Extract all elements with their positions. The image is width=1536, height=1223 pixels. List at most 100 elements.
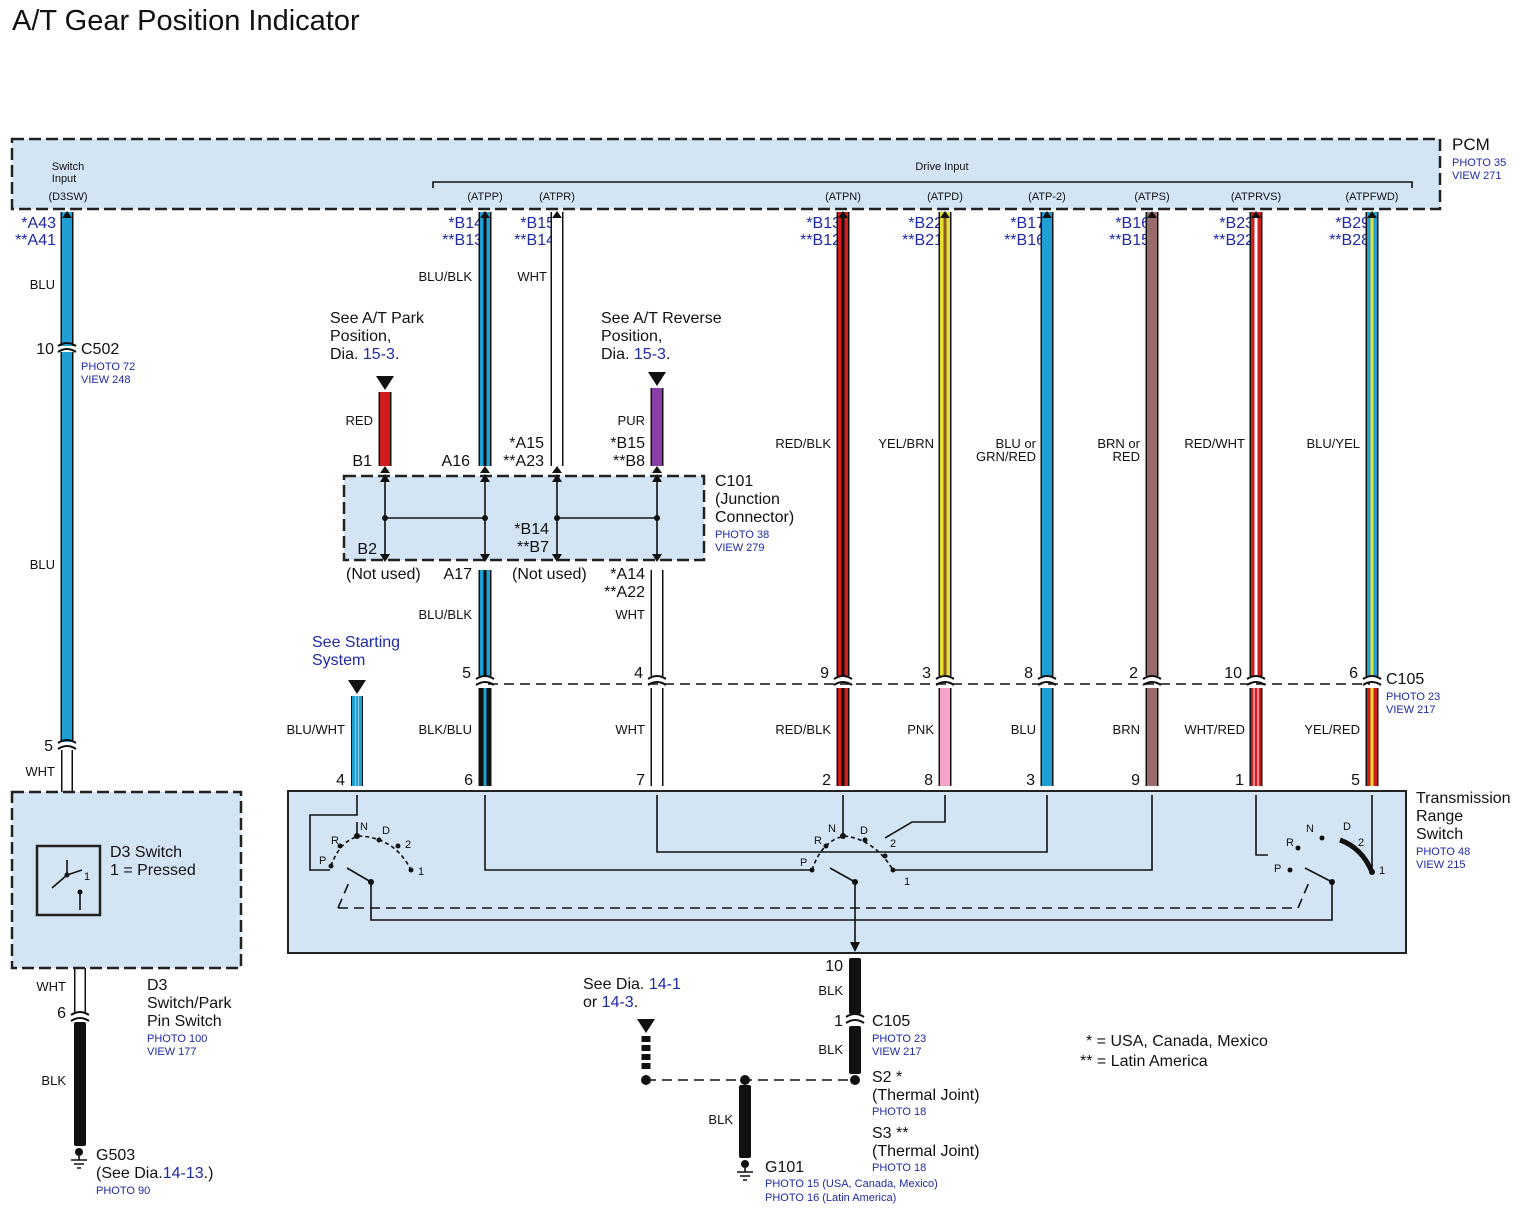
trs-pin-7: 1	[1235, 772, 1244, 789]
c105-bottom-pin-1: 1	[834, 1013, 843, 1030]
c105-photo[interactable]: PHOTO 23	[1386, 691, 1440, 703]
c502-pin5-break-icon	[57, 739, 77, 750]
trs-pin-8: 5	[1351, 772, 1360, 789]
wire-color-wht-1: WHT	[25, 764, 55, 779]
pcm-pin-arrow-6	[1147, 211, 1157, 218]
wire-atprvs-lower-stripe	[1254, 688, 1258, 786]
pcm-pin-code-3: (ATPD)	[927, 191, 963, 203]
c101-wire-arrow-0	[380, 466, 390, 473]
trs-box	[287, 790, 1407, 954]
c101-pin-b15: *B15	[610, 435, 645, 452]
wire-color-blk-3: BLK	[818, 1042, 843, 1057]
pcm-pin-us-7: *B29	[1335, 215, 1370, 232]
trs-pin-3: 2	[822, 772, 831, 789]
d3-photo[interactable]: PHOTO 100	[147, 1033, 207, 1045]
d3-view[interactable]: VIEW 177	[147, 1046, 197, 1058]
c101-pin-b2: B2	[357, 541, 377, 558]
pcm-pin-code-4: (ATP-2)	[1028, 191, 1066, 203]
wire-color-red-wht: RED/WHT	[1184, 436, 1245, 451]
g101-label: G101	[765, 1159, 804, 1176]
c502-label: C502	[81, 341, 119, 358]
c105-pin-4: 8	[1024, 665, 1033, 682]
trs-view[interactable]: VIEW 215	[1416, 859, 1466, 871]
c101-node-3	[554, 515, 560, 521]
trs-photo[interactable]: PHOTO 48	[1416, 846, 1470, 858]
c105-bottom-view[interactable]: VIEW 217	[872, 1046, 922, 1058]
pcm-photo[interactable]: PHOTO 35	[1452, 157, 1506, 169]
g101-photo-1[interactable]: PHOTO 15 (USA, Canada, Mexico)	[765, 1178, 938, 1190]
pcm-box	[10, 137, 1442, 211]
pcm-pin-la-5: **B15	[1109, 232, 1150, 249]
g503-label: G503	[96, 1147, 135, 1164]
wire-color-blu-blk-2: BLU/BLK	[419, 607, 473, 622]
wire-starter-stripe-r	[359, 696, 362, 786]
c101-wire-arrow-2	[552, 466, 562, 473]
g101-photo-2[interactable]: PHOTO 16 (Latin America)	[765, 1192, 896, 1204]
ref-park-line2: Position,	[330, 328, 391, 345]
c502-pin5-break-icon-arc-top	[57, 739, 77, 744]
c502-break-icon-arc-bottom	[57, 348, 77, 353]
d3-pin6-break-icon-arc-bottom	[70, 1017, 90, 1022]
pcm-pin-group: (ATPP)*B14**B13(ATPR)*B15**B14(ATPN)*B13…	[442, 191, 1398, 249]
joint-node-left	[641, 1075, 651, 1085]
c105-view[interactable]: VIEW 217	[1386, 704, 1436, 716]
g503-see: (See Dia.14-13.)	[96, 1165, 213, 1182]
trs-right-pos-d: D	[1343, 821, 1351, 833]
pcm-pin-la-3: **B21	[902, 232, 943, 249]
trs-right-pos-n: N	[1306, 823, 1314, 835]
wire-color-blk-1: BLK	[41, 1073, 66, 1088]
trs-internal-starter	[309, 795, 358, 871]
pcm-drive-input-label: Drive Input	[915, 161, 968, 173]
pcm-pin-arrow-0	[62, 211, 72, 218]
wire-atps-lower	[1147, 688, 1157, 786]
trs-left-pos-n: N	[360, 821, 368, 833]
g503-photo[interactable]: PHOTO 90	[96, 1185, 150, 1197]
c105-pin-6: 10	[1224, 665, 1242, 682]
d3-pin6-break-icon	[70, 1011, 90, 1022]
wire-atps-upper	[1147, 212, 1157, 676]
c105-break-icon-3-arc-top	[935, 675, 955, 680]
ref-dia-14-3-link[interactable]: 14-3	[602, 994, 634, 1011]
c105-bottom-pin-10: 10	[825, 958, 843, 975]
s3-photo[interactable]: PHOTO 18	[872, 1162, 926, 1174]
pcm-pin-arrow-8	[1367, 211, 1377, 218]
d3-name-2: Switch/Park	[147, 995, 232, 1012]
trs-left-pos-1: 1	[418, 866, 424, 878]
wire-color-brn: BRN	[1113, 722, 1140, 737]
c101-view[interactable]: VIEW 279	[715, 542, 765, 554]
page-title: A/T Gear Position Indicator	[12, 5, 360, 37]
wire-ground-blk-lower	[849, 1026, 861, 1074]
c502-break-icon-arc-top	[57, 342, 77, 347]
wire-color-grn-red: GRN/RED	[976, 449, 1036, 464]
ref-reverse-link[interactable]: 15-3	[634, 346, 666, 363]
wire-atprvs-upper-stripe	[1254, 212, 1258, 676]
wire-d3sw-blk	[74, 1022, 86, 1146]
s2-photo[interactable]: PHOTO 18	[872, 1106, 926, 1118]
c101-pin-a17: A17	[444, 566, 473, 583]
wire-color-blu-wht: BLU/WHT	[287, 722, 346, 737]
pcm-view[interactable]: VIEW 271	[1452, 170, 1502, 182]
d3-switch-symbol	[35, 844, 102, 917]
c502-photo[interactable]: PHOTO 72	[81, 361, 135, 373]
c502-break-icon	[57, 342, 77, 353]
ref-park-link[interactable]: 15-3	[363, 346, 395, 363]
c101-wire-arrow-3	[652, 466, 662, 473]
ref-starting-line1[interactable]: See Starting	[312, 634, 400, 651]
wire-color-pnk: PNK	[907, 722, 934, 737]
trs-left-pos-2: 2	[405, 839, 411, 851]
c502-view[interactable]: VIEW 248	[81, 374, 131, 386]
ground-g101-icon	[737, 1160, 753, 1181]
trs-pin-5: 3	[1026, 772, 1035, 789]
c105-bottom-photo[interactable]: PHOTO 23	[872, 1033, 926, 1045]
legend-us: * = USA, Canada, Mexico	[1086, 1033, 1268, 1050]
c101-photo[interactable]: PHOTO 38	[715, 529, 769, 541]
ref-starting-line2[interactable]: System	[312, 652, 365, 669]
c101-pin-b7: **B7	[517, 539, 549, 556]
wire-color-yel-red: YEL/RED	[1304, 722, 1360, 737]
g503-dia-link[interactable]: 14-13	[163, 1165, 204, 1182]
pcm-pin-code-7: (ATPFWD)	[1346, 191, 1399, 203]
ref-dia-14-1-link[interactable]: 14-1	[649, 976, 681, 993]
wire-g101-blk	[739, 1085, 751, 1158]
wire-color-blu-blk-1: BLU/BLK	[419, 269, 473, 284]
